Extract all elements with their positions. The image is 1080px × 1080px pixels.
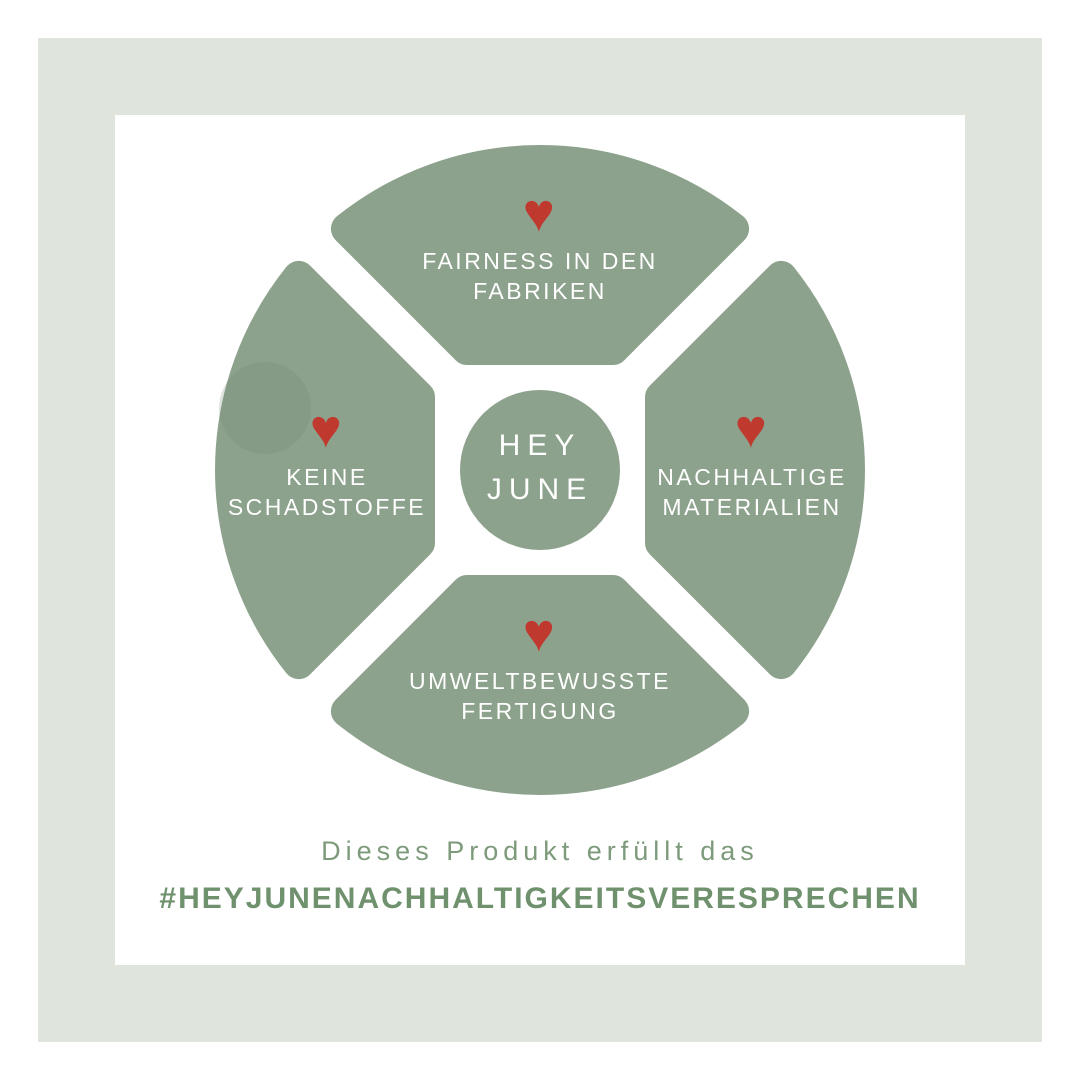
segment-left-line1: KEINE: [286, 464, 368, 490]
brand-line1: HEY: [498, 429, 582, 462]
segment-left-line2: SCHADSTOFFE: [227, 494, 427, 520]
heart-icon: ♥: [734, 399, 770, 459]
segment-right-label: ♥ NACHHALTIGE MATERIALIEN: [602, 402, 902, 522]
segment-bottom-label: ♥ UMWELTBEWUSSTE FERTIGUNG: [340, 606, 740, 726]
heart-icon: ♥: [309, 399, 345, 459]
center-circle: [460, 390, 620, 550]
segment-left-label: ♥ KEINE SCHADSTOFFE: [177, 402, 477, 522]
heart-icon: ♥: [522, 183, 558, 243]
segment-right-line2: MATERIALIEN: [662, 494, 842, 520]
brand-line2: JUNE: [486, 473, 594, 506]
segment-bottom-line2: FERTIGUNG: [461, 698, 619, 724]
segment-right-line1: NACHHALTIGE: [657, 464, 847, 490]
segment-top-label: ♥ FAIRNESS IN DEN FABRIKEN: [340, 186, 740, 306]
sustainability-diagram: [200, 130, 880, 810]
heart-icon: ♥: [522, 603, 558, 663]
segment-top-line2: FABRIKEN: [473, 278, 607, 304]
footer-subtitle: Dieses Produkt erfüllt das: [321, 836, 759, 866]
decorative-blob: [219, 362, 311, 454]
segment-top-line1: FAIRNESS IN DEN: [422, 248, 658, 274]
brand-badge: HEY JUNE: [440, 424, 640, 512]
footer-hashtag: #HEYJUNENACHHALTIGKEITSVERESPRECHEN: [159, 882, 921, 915]
segment-bottom-line1: UMWELTBEWUSSTE: [408, 668, 672, 694]
